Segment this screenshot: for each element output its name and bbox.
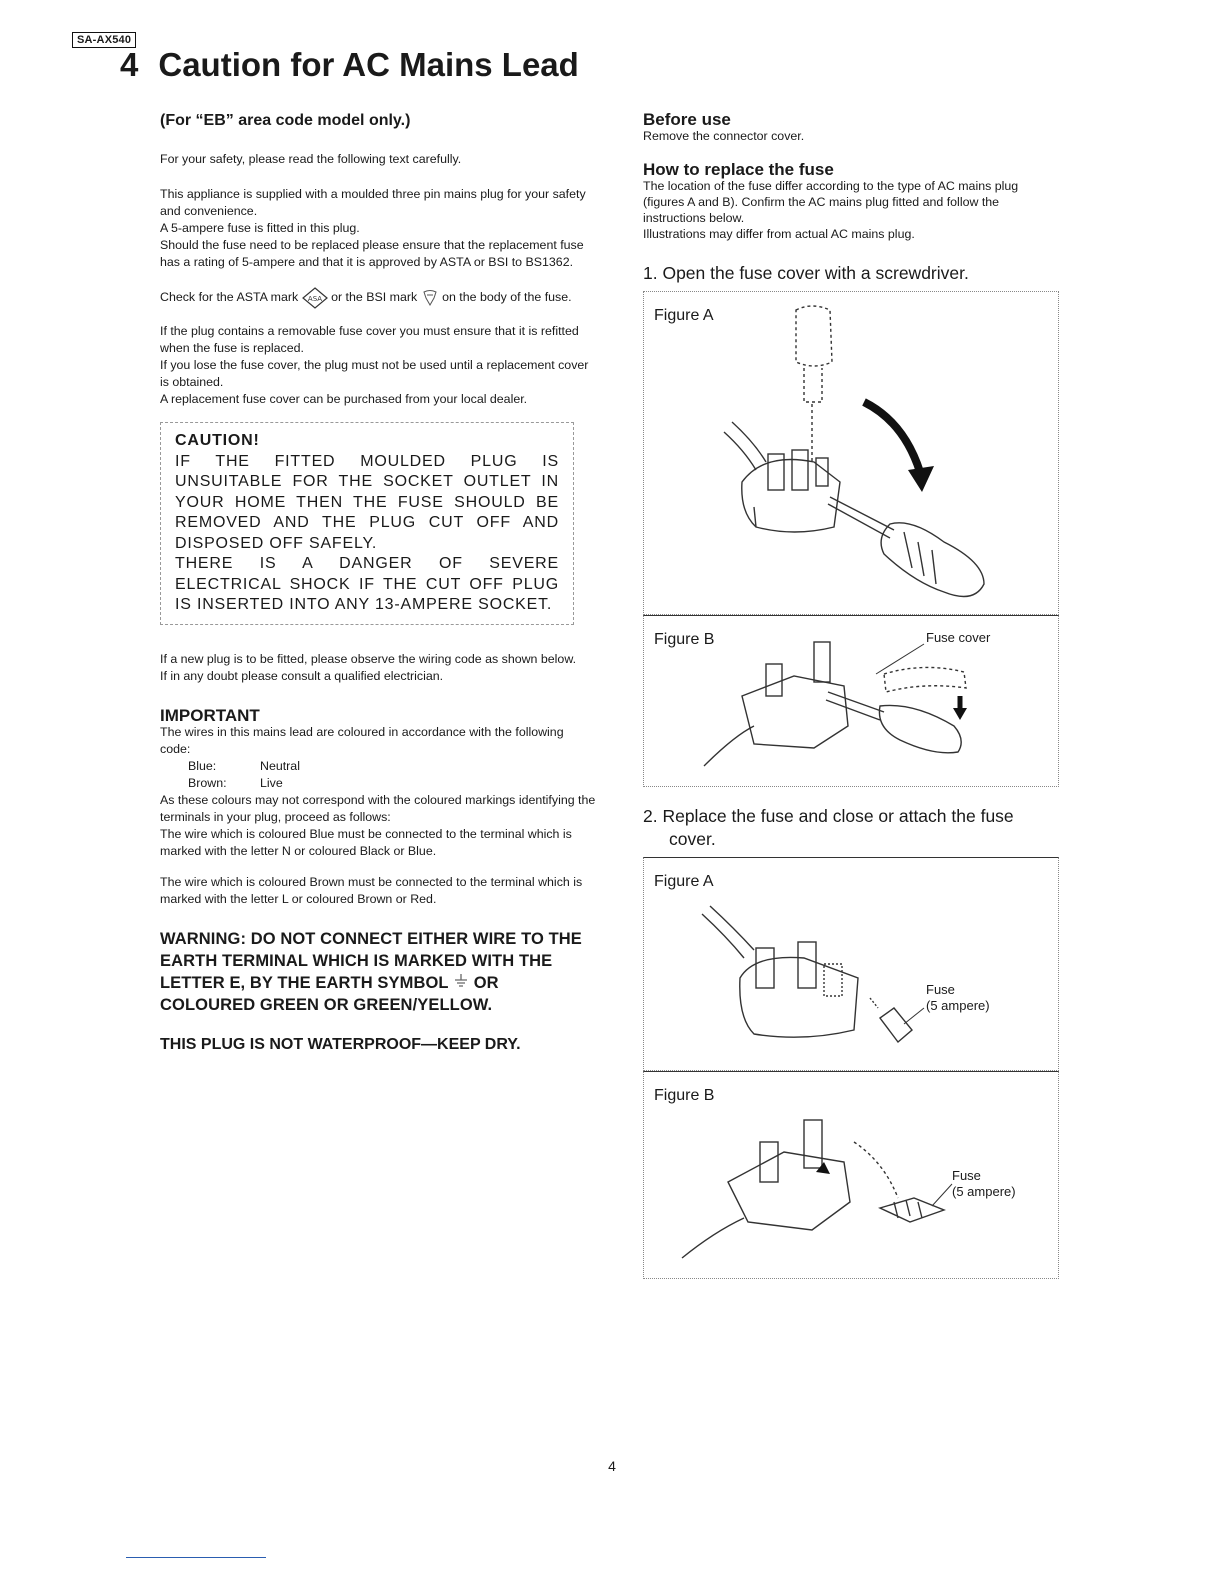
- figure-b2-label: Figure B: [654, 1087, 715, 1104]
- caution-text-1: IF THE FITTED MOULDED PLUG IS UNSUITABLE…: [175, 452, 559, 552]
- bsi-mark-icon: [423, 289, 437, 306]
- blue-rule-paragraph: The wire which is coloured Blue must be …: [160, 826, 572, 858]
- code-value-blue: Neutral: [260, 758, 300, 773]
- model-tag: SA-AX540: [72, 32, 137, 48]
- important-heading: IMPORTANT: [160, 705, 260, 725]
- figure-b-replace-fuse: Figure B Fuse (5 ampere): [643, 1071, 1059, 1279]
- caution-text-2: THERE IS A DANGER OF SEVERE ELECTRICAL S…: [175, 555, 559, 613]
- right-column: Before use Remove the connector cover. H…: [643, 110, 1059, 1279]
- figure-a2-label: Figure A: [654, 873, 714, 890]
- footer-rule: [126, 1557, 266, 1558]
- brown-rule-paragraph: The wire which is coloured Brown must be…: [160, 874, 583, 906]
- check-text-2: or the BSI mark: [331, 290, 418, 304]
- replace-fuse-heading: How to replace the fuse: [643, 160, 834, 179]
- warning-part-2: OR COLOURED GREEN OR GREEN/YELLOW.: [160, 973, 499, 1014]
- warning-text: WARNING: DO NOT CONNECT EITHER WIRE TO T…: [160, 928, 597, 1016]
- check-text-1: Check for the ASTA mark: [160, 290, 299, 304]
- asta-mark-icon: ASA: [301, 286, 328, 309]
- fuse-cover-paragraph: If the plug contains a removable fuse co…: [160, 324, 579, 355]
- warning-part-1: WARNING: DO NOT CONNECT EITHER WIRE TO T…: [160, 929, 582, 992]
- fuse-cover-callout: Fuse cover: [926, 630, 991, 645]
- caution-box: CAUTION! IF THE FITTED MOULDED PLUG IS U…: [160, 422, 574, 625]
- markings-paragraph: As these colours may not correspond with…: [160, 792, 596, 824]
- lost-cover-paragraph: If you lose the fuse cover, the plug mus…: [160, 358, 589, 389]
- figure-a-open-cover: Figure A: [643, 291, 1059, 615]
- electrician-paragraph: If in any doubt please consult a qualifi…: [160, 668, 444, 683]
- chapter-number: 4: [120, 46, 139, 83]
- dealer-paragraph: A replacement fuse cover can be purchase…: [160, 392, 528, 406]
- page-number: 4: [608, 1458, 616, 1474]
- plug-paragraph: This appliance is supplied with a moulde…: [160, 187, 586, 218]
- plug-fuse-illustration: [701, 905, 925, 1044]
- fuse-rating-b: (5 ampere): [952, 1184, 1016, 1199]
- code-row-blue: Blue: Neutral: [160, 758, 597, 775]
- important-text: The wires in this mains lead are coloure…: [160, 724, 564, 756]
- chapter-title: Caution for AC Mains Lead: [158, 46, 579, 83]
- fuse-callout-a: Fuse (5 ampere): [926, 982, 990, 1014]
- plug-b-fuse-illustration: [681, 1119, 953, 1259]
- svg-text:ASA: ASA: [308, 295, 322, 303]
- intro-text: For your safety, please read the followi…: [160, 152, 462, 166]
- figure-b-open-cover: Figure B Fuse cover: [643, 615, 1059, 787]
- check-text-3: on the body of the fuse.: [442, 290, 572, 304]
- replacement-paragraph: Should the fuse need to be replaced plea…: [160, 238, 584, 269]
- page-title: 4 Caution for AC Mains Lead: [120, 46, 579, 84]
- code-key-brown: Brown:: [188, 775, 227, 790]
- caution-title: CAUTION!: [175, 432, 260, 449]
- replace-fuse-text: The location of the fuse differ accordin…: [643, 179, 1019, 225]
- keep-dry-text: THIS PLUG IS NOT WATERPROOF—KEEP DRY.: [160, 1035, 521, 1053]
- illustration-note: Illustrations may differ from actual AC …: [643, 227, 915, 241]
- fuse-label-a: Fuse: [926, 982, 955, 997]
- fuse-rating-paragraph: A 5-ampere fuse is fitted in this plug.: [160, 221, 360, 235]
- fuse-callout-b: Fuse (5 ampere): [952, 1168, 1016, 1200]
- fuse-label-b: Fuse: [952, 1168, 981, 1183]
- code-key-blue: Blue:: [188, 758, 217, 773]
- before-use-text: Remove the connector cover.: [643, 129, 805, 143]
- code-value-brown: Live: [260, 775, 283, 790]
- check-marks-paragraph: Check for the ASTA mark ASA or the BSI m…: [160, 285, 597, 309]
- area-code-heading: (For “EB” area code model only.): [160, 112, 411, 129]
- code-row-brown: Brown: Live: [160, 775, 597, 792]
- before-use-heading: Before use: [643, 110, 731, 129]
- step-1: 1. Open the fuse cover with a screwdrive…: [643, 263, 969, 283]
- figure-a-replace-fuse: Figure A Fuse (5 ampere): [643, 857, 1059, 1071]
- plug-b-screwdriver-illustration: [703, 641, 967, 767]
- left-column: (For “EB” area code model only.) For you…: [160, 112, 597, 1053]
- fuse-rating-a: (5 ampere): [926, 998, 990, 1013]
- figure-a-label: Figure A: [654, 307, 714, 324]
- wiring-paragraph: If a new plug is to be fitted, please ob…: [160, 651, 577, 666]
- step-2: 2. Replace the fuse and close or attach …: [643, 806, 1014, 849]
- figure-b-label: Figure B: [654, 631, 715, 648]
- earth-symbol-icon: [455, 973, 468, 987]
- plug-screwdriver-illustration: [723, 305, 985, 598]
